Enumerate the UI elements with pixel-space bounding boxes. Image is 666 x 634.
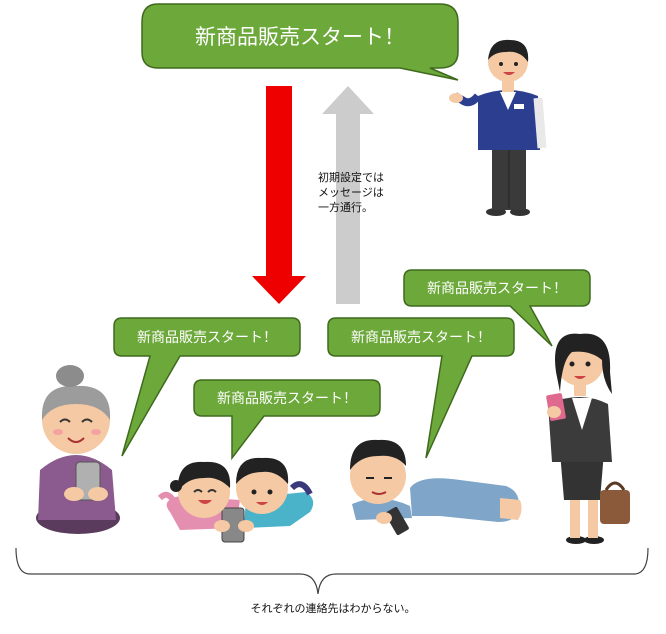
store-speech-bubble: 新商品販売スタート！ bbox=[141, 3, 459, 81]
young-man-message: 新商品販売スタート！ bbox=[351, 330, 491, 346]
customer-bubble-grandmother: 新商品販売スタート！ bbox=[113, 317, 301, 457]
customer-bubble-children: 新商品販売スタート！ bbox=[193, 379, 381, 461]
children-message: 新商品販売スタート！ bbox=[217, 391, 357, 407]
up-arrow bbox=[322, 86, 374, 304]
businesswoman-message: 新商品販売スタート！ bbox=[427, 281, 567, 297]
store-clerk-illustration bbox=[449, 39, 547, 216]
grouping-brace bbox=[15, 547, 649, 595]
down-arrow bbox=[252, 86, 306, 304]
grandmother-illustration bbox=[36, 365, 120, 534]
one-way-note: 初期設定では メッセージは 一方通行。 bbox=[318, 171, 384, 214]
customer-bubble-young-man: 新商品販売スタート！ bbox=[327, 317, 515, 459]
children-illustration bbox=[157, 457, 314, 543]
store-message: 新商品販売スタート！ bbox=[195, 25, 405, 49]
store-bubble-shape bbox=[141, 3, 459, 81]
businesswoman-illustration bbox=[546, 333, 630, 544]
caption: それぞれの連絡先はわからない。 bbox=[250, 602, 416, 615]
customer-bubble-businesswoman: 新商品販売スタート！ bbox=[403, 269, 591, 347]
young-man-illustration bbox=[350, 439, 522, 536]
grandmother-message: 新商品販売スタート！ bbox=[137, 330, 277, 346]
